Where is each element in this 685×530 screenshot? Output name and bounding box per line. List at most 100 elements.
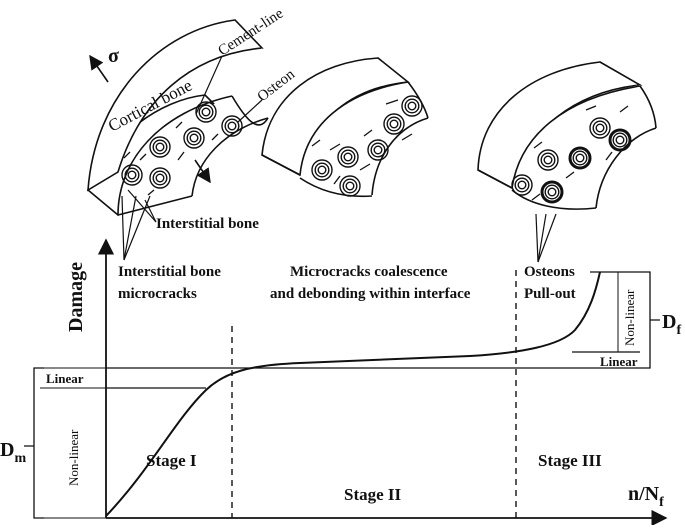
interstitial-bone-label: Interstitial bone [156,216,259,232]
osteon-ring [540,180,564,204]
dm-label: Dm [0,439,26,466]
osteon-ring [186,130,202,146]
osteon-ring [127,170,137,180]
bone-specimen-3 [477,61,657,210]
microcrack [333,175,341,185]
interstitial-leader-a [127,189,157,223]
microcrack-leader-b [123,195,137,261]
df-label: Df [662,311,681,338]
x-axis-label-sub: f [659,495,664,510]
osteon-ring [615,135,625,145]
df-label-main: D [662,311,676,333]
osteon-ring [367,139,389,161]
osteon-ring [149,136,171,158]
dm-bracket [24,367,44,519]
microcrack [139,153,147,161]
damage-curve [105,271,601,517]
osteon-ring [189,133,199,143]
osteon-ring [183,127,205,149]
specimen-1-top-face [87,19,264,192]
damage-graph: Damage n/Nf Stage I Stage II Stage III I… [0,238,681,527]
df-bracket [640,271,660,369]
osteon-ring [401,95,423,117]
osteon-ring [572,150,588,166]
microcrack [385,99,399,105]
osteon-ring [152,170,168,186]
bone-specimen-1 [87,19,269,217]
pullout-label-line1: Osteons [524,264,575,280]
sigma-label: σ [108,45,119,67]
left-nonlinear-label: Non-linear [66,429,81,486]
osteon-ring [589,117,611,139]
osteon-ring [514,177,530,193]
microcrack [147,189,155,196]
osteon-ring [407,101,417,111]
osteon-ring [547,187,557,197]
right-linear-label: Linear [600,354,638,369]
osteon-ring [383,113,405,135]
osteon-leader [237,99,263,123]
microcrack [177,151,185,161]
osteon-ring [612,132,628,148]
pullout-label-line2: Pull-out [524,286,576,302]
interstitial-microcracks-label-line2: microcracks [118,286,197,302]
osteon-ring [404,98,420,114]
osteon-ring [339,175,361,197]
osteon-ring [224,118,240,134]
pullout-leader-b [537,213,547,263]
osteon-ring [195,101,217,123]
osteon-ring [337,146,359,168]
microcrack [329,143,341,151]
microcrack [605,151,613,161]
osteon-ring [386,116,402,132]
left-linear-label: Linear [46,371,84,386]
deformation-arrow [194,159,211,184]
bone-specimen-2 [261,57,429,198]
stage-3-label: Stage III [538,451,602,470]
microcrack [359,163,371,171]
osteon-ring [155,173,165,183]
x-axis-label-main: n/N [628,483,660,505]
dm-label-main: D [0,439,14,461]
microcrack [175,121,183,129]
stage-1-label: Stage I [146,451,197,470]
pullout-leader-c [537,213,557,263]
osteon-ring [511,174,533,196]
microcrack-group-3 [531,105,629,201]
microcrack [531,193,541,201]
osteon-ring [540,152,556,168]
osteon-ring [198,104,214,120]
microcrack [585,105,597,111]
osteon-ring [568,146,592,170]
y-axis-label: Damage [65,262,87,332]
osteon-ring [537,149,559,171]
x-axis-label: n/Nf [628,483,664,510]
microcrack [363,129,373,137]
osteon-ring [340,149,356,165]
df-label-sub: f [676,323,681,338]
osteon-ring [155,142,165,152]
sigma-arrow [89,54,109,83]
osteon-ring [343,152,353,162]
osteon-ring [221,115,243,137]
osteon-ring [124,167,140,183]
osteon-group-2 [311,95,423,197]
osteon-group-1 [121,101,243,189]
osteon-ring [373,145,383,155]
osteon-ring [311,159,333,181]
osteon-ring [517,180,527,190]
microcrack [401,133,413,141]
osteon-ring [314,162,330,178]
coalescence-label-line2: and debonding within interface [270,286,471,302]
dm-label-sub: m [14,451,26,466]
osteon-ring [121,164,143,186]
microcrack [123,151,131,159]
interstitial-microcracks-label-line1: Interstitial bone [118,264,221,280]
microcrack [211,133,219,141]
microcrack-leader-a [121,195,125,261]
osteon-ring [149,167,171,189]
osteon-ring [608,128,632,152]
osteon-ring [201,107,211,117]
osteon-ring [317,165,327,175]
